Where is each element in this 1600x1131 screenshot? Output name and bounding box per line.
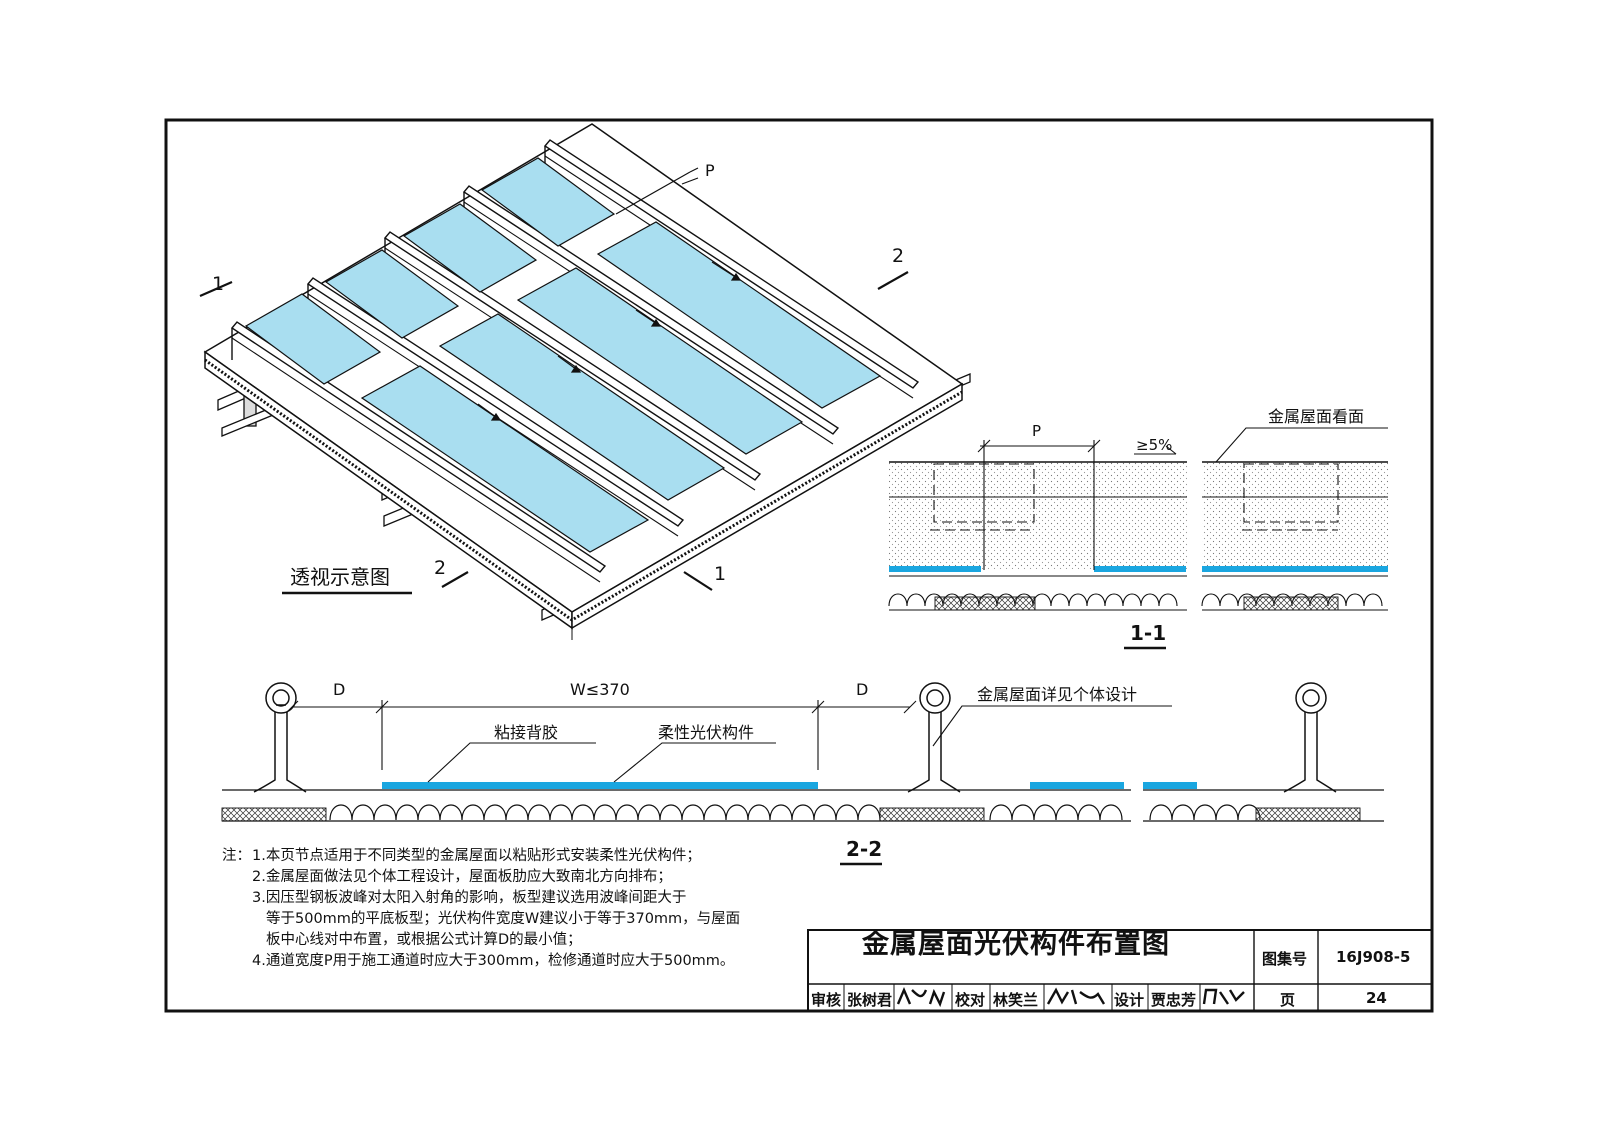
section-title-2-2: 2-2	[846, 837, 882, 861]
pv-strips-2-2	[382, 782, 1197, 789]
drawing-title: 金属屋面光伏构件布置图	[862, 929, 1170, 960]
roof-label: 金属屋面详见个体设计	[977, 685, 1137, 704]
signatures	[896, 986, 1245, 1008]
note-item: 1.本页节点适用于不同类型的金属屋面以粘贴形式安装柔性光伏构件；	[252, 848, 701, 864]
note-item: 4.通道宽度P用于施工通道时应大于300mm，检修通道时应大于500mm。	[252, 953, 735, 969]
check-label: 校对	[955, 991, 986, 1009]
check-name: 林笑兰	[993, 991, 1039, 1009]
slope-label: ≥5%	[1136, 436, 1172, 454]
pv-panel	[516, 267, 804, 455]
note-item: 3.因压型钢板波峰对太阳入射角的影响，板型建议选用波峰间距大于	[252, 890, 687, 906]
design-label: 设计	[1114, 991, 1145, 1009]
deck-right-edge	[571, 382, 963, 630]
atlas-number: 16J908-5	[1336, 948, 1411, 966]
pv-strips-1-1	[889, 566, 1388, 572]
deck-edge-hatch	[204, 358, 963, 622]
note-item: 等于500mm的平底板型；光伏构件宽度W建议小于等于370mm，与屋面	[266, 911, 741, 927]
page-label: 页	[1280, 991, 1296, 1009]
pv-panel	[324, 249, 460, 339]
note-row: 4.通道宽度P用于施工通道时应大于300mm，检修通道时应大于500mm。	[222, 951, 792, 972]
pv-panel	[360, 365, 650, 553]
title-block	[807, 929, 1433, 1012]
note-item: 2.金属屋面做法见个体工程设计，屋面板肋应大致南北方向排布；	[252, 869, 672, 885]
pitch-dimension-1-1	[977, 439, 1101, 570]
review-label: 审核	[811, 991, 842, 1009]
review-name: 张树君	[847, 991, 893, 1009]
section-mark-1-left: 1	[212, 273, 224, 295]
perspective-caption: 透视示意图	[290, 565, 390, 589]
note-row: 板中心线对中布置，或根据公式计算D的最小值；	[222, 930, 792, 951]
pv-panel	[402, 203, 538, 293]
atlas-label: 图集号	[1262, 950, 1308, 968]
notes-block: 注：1.本页节点适用于不同类型的金属屋面以粘贴形式安装柔性光伏构件； 2.金属屋…	[222, 846, 792, 972]
note-row: 3.因压型钢板波峰对太阳入射角的影响，板型建议选用波峰间距大于	[222, 888, 792, 909]
w-label: W≤370	[570, 680, 630, 699]
pv-panel	[438, 313, 726, 501]
notes-lead: 注：	[222, 848, 251, 864]
pv-panel	[596, 221, 882, 409]
d-label-right: D	[856, 680, 868, 699]
corrugation-2-2	[222, 789, 1384, 822]
adhesive-label: 粘接背胶	[494, 723, 558, 742]
note-row: 2.金属屋面做法见个体工程设计，屋面板肋应大致南北方向排布；	[222, 867, 792, 888]
seam-ribs-2-2	[253, 682, 1337, 793]
pv-label: 柔性光伏构件	[658, 723, 754, 742]
purlin-pads	[221, 807, 1361, 822]
pv-panel	[244, 293, 382, 385]
pitch-dimension	[615, 167, 699, 215]
pitch-label: P	[705, 161, 715, 180]
pv-panel	[480, 157, 616, 247]
note-row: 等于500mm的平底板型；光伏构件宽度W建议小于等于370mm，与屋面	[222, 909, 792, 930]
dimensions-2-2	[285, 700, 917, 770]
section-2-2: D W≤370 D 粘接背胶 柔性光伏构件 金属屋面详见个体设计 2-2	[221, 680, 1384, 866]
note-item: 板中心线对中布置，或根据公式计算D的最小值；	[266, 932, 582, 948]
section-1-1: P ≥5% 金属屋面看面 1-1	[888, 407, 1388, 650]
note-row: 注：1.本页节点适用于不同类型的金属屋面以粘贴形式安装柔性光伏构件；	[222, 846, 792, 867]
pitch-label-1-1: P	[1032, 422, 1041, 440]
design-name: 贾忠芳	[1151, 991, 1197, 1009]
perspective-view: P 1 2 2 1 透视示意图	[199, 123, 971, 640]
section-title-1-1: 1-1	[1130, 621, 1166, 645]
section-mark-2-bottom: 2	[434, 557, 446, 579]
section-mark-2-top: 2	[892, 245, 904, 267]
section-mark-1-right: 1	[714, 563, 726, 585]
d-label-left: D	[333, 680, 345, 699]
sheet-frame	[164, 118, 1434, 1013]
section-marks	[199, 271, 909, 591]
pv-panels	[244, 157, 882, 553]
surface-label: 金属屋面看面	[1268, 407, 1364, 426]
page-number: 24	[1366, 989, 1387, 1007]
flow-arrows	[477, 261, 742, 421]
